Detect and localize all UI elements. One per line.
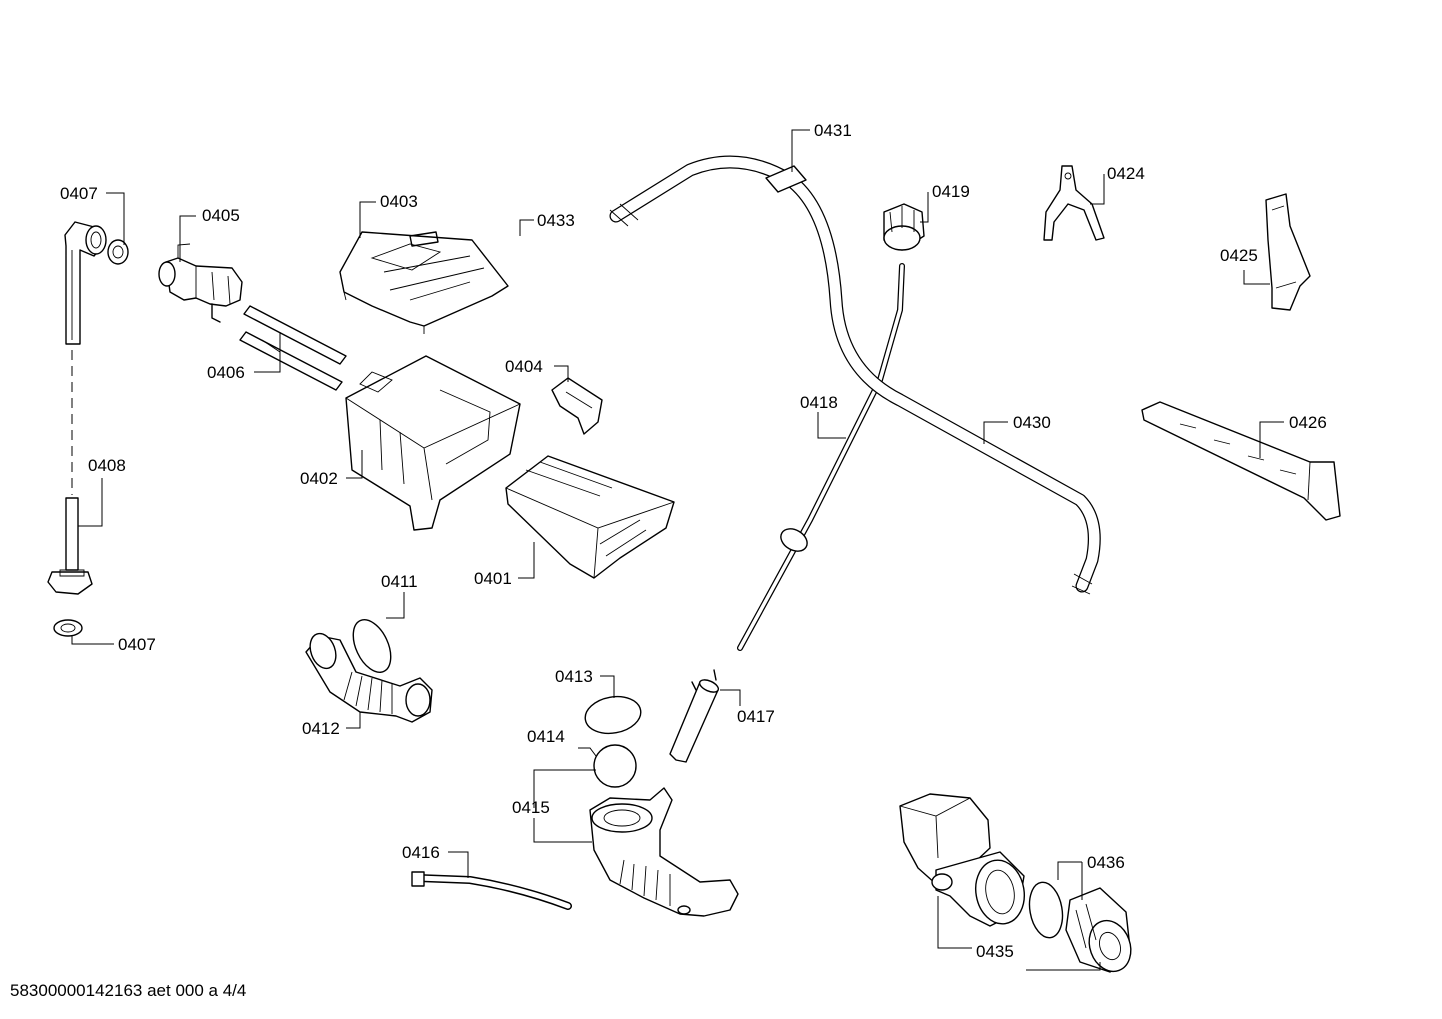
label-0413: 0413 <box>555 667 593 686</box>
part-0405-inlet-valve <box>158 243 243 323</box>
part-0430-0431-long-hose <box>609 155 1101 595</box>
leader-0405 <box>179 215 196 262</box>
label-0404: 0404 <box>505 357 543 376</box>
leader-0431 <box>791 129 810 172</box>
part-0415-sump-hose <box>589 787 739 917</box>
label-0416: 0416 <box>402 843 440 862</box>
part-0433-small-hose <box>484 229 548 322</box>
leader-0408 <box>78 478 103 527</box>
part-0425-bracket <box>1265 193 1311 311</box>
label-0411: 0411 <box>381 572 418 591</box>
part-0408-hose-connector <box>47 497 93 595</box>
part-0436-seal-ring <box>1028 881 1064 939</box>
label-0436: 0436 <box>1087 853 1125 872</box>
label-0419: 0419 <box>932 182 970 201</box>
part-0404-clip <box>551 377 603 435</box>
leader-0413 <box>600 675 615 698</box>
part-0414-ball <box>593 744 637 788</box>
part-0403-dispenser-cover <box>339 231 509 334</box>
leader-0417 <box>720 689 741 706</box>
leader-0407a <box>106 192 125 245</box>
leader-0430 <box>983 421 1008 444</box>
part-0401-detergent-drawer <box>505 455 675 579</box>
leader-0418 <box>817 412 846 439</box>
part-0436-filter <box>1065 887 1132 973</box>
label-0405: 0405 <box>202 206 240 225</box>
label-0403: 0403 <box>380 192 418 211</box>
label-0407-bottom: 0407 <box>118 635 156 654</box>
label-0406: 0406 <box>207 363 245 382</box>
part-0407-seal-bottom <box>53 619 83 637</box>
part-0412-bellows-hose <box>305 632 433 723</box>
part-0416-hose <box>411 871 572 910</box>
leader-0401 <box>518 542 535 579</box>
leader-0412 <box>346 712 361 729</box>
part-0426-rail <box>1141 401 1341 521</box>
leader-0411 <box>386 592 405 619</box>
label-0430: 0430 <box>1013 413 1051 432</box>
part-number-labels: 0407 0405 0403 0433 0406 0404 0402 0401 … <box>60 121 1327 961</box>
label-0401: 0401 <box>474 569 512 588</box>
leader-0403 <box>359 201 376 238</box>
label-0431: 0431 <box>814 121 852 140</box>
part-0418-pressure-hose <box>737 263 905 651</box>
leader-0415 <box>533 769 596 843</box>
leader-0416 <box>448 851 469 878</box>
label-0435: 0435 <box>976 942 1014 961</box>
label-0415: 0415 <box>512 798 550 817</box>
leader-0436 <box>1057 861 1083 900</box>
leader-0407b <box>71 636 114 645</box>
label-0407-top: 0407 <box>60 184 98 203</box>
part-0402-dispenser-housing <box>345 355 521 531</box>
label-0412: 0412 <box>302 719 340 738</box>
label-0417: 0417 <box>737 707 775 726</box>
part-0419-pressure-switch <box>883 203 925 251</box>
part-0413-ring <box>584 695 642 735</box>
part-0424-bracket <box>1043 165 1105 241</box>
document-code: 58300000142163 aet 000 a 4/4 <box>10 981 247 1000</box>
leader-0435 <box>937 896 972 949</box>
part-0435-drain-pump <box>899 793 1025 927</box>
label-0402: 0402 <box>300 469 338 488</box>
leader-0406 <box>254 332 281 373</box>
part-0411-ring <box>352 619 392 673</box>
label-0408: 0408 <box>88 456 126 475</box>
leader-0414 <box>578 747 597 757</box>
leader-lines <box>71 129 1284 971</box>
label-0424: 0424 <box>1107 164 1145 183</box>
label-0433: 0433 <box>537 211 575 230</box>
leader-0402 <box>346 450 363 479</box>
part-0407-seal-top <box>107 239 129 265</box>
label-0418: 0418 <box>800 393 838 412</box>
part-0406-tubes <box>239 305 347 391</box>
leader-0426 <box>1259 421 1284 458</box>
part-0417-pressure-chamber <box>669 669 720 763</box>
leader-0419 <box>920 192 929 223</box>
leader-0435-0436-link <box>1026 962 1101 971</box>
leader-0433 <box>519 219 534 236</box>
leader-0425 <box>1243 270 1270 285</box>
label-0426: 0426 <box>1289 413 1327 432</box>
leader-0424 <box>1090 174 1105 205</box>
label-0425: 0425 <box>1220 246 1258 265</box>
leader-0404 <box>554 365 569 382</box>
label-0414: 0414 <box>527 727 565 746</box>
part-0407-elbow-connector <box>64 221 107 345</box>
